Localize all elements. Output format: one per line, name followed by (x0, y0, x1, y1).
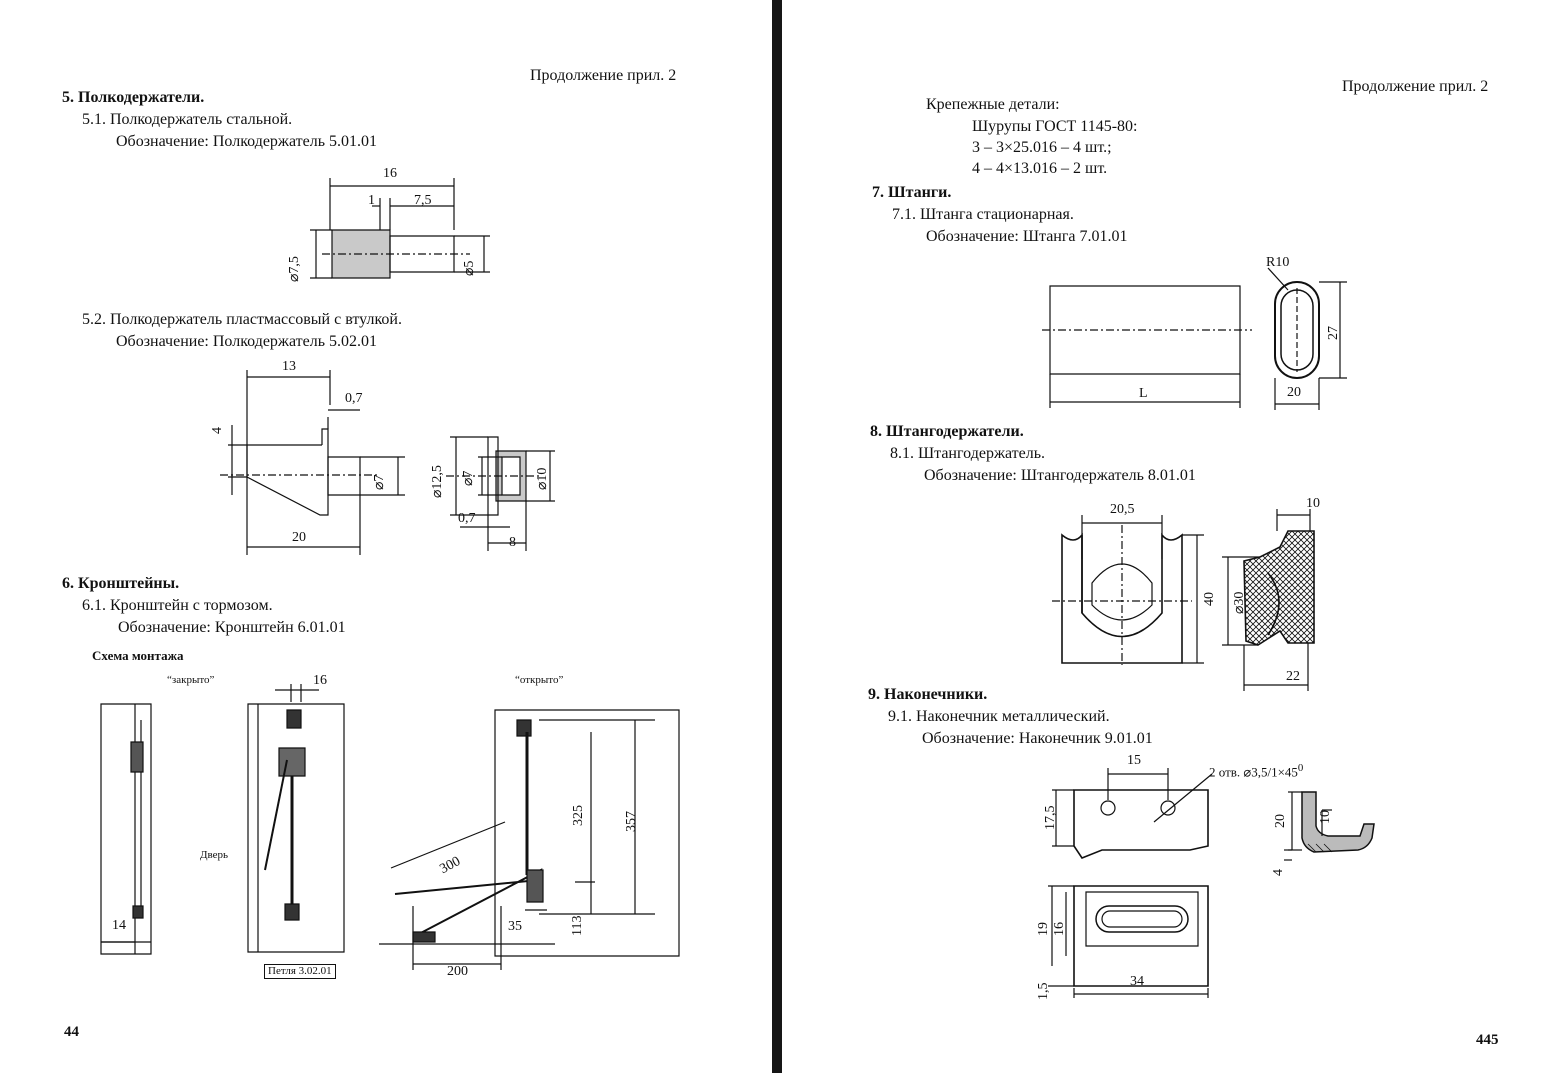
item-7-1-title: 7.1. Штанга стационарная. (892, 206, 1074, 223)
page-number: 44 (64, 1024, 79, 1040)
left-page: Продолжение прил. 2 5. Полкодержатели. 5… (0, 0, 772, 1073)
item-5-2-title: 5.2. Полкодержатель пластмассовый с втул… (82, 311, 402, 328)
dim-rail-height: 27 (1326, 326, 1341, 340)
item-6-1-designation: Обозначение: Кронштейн 6.01.01 (118, 619, 346, 636)
dim-height-357: 357 (624, 811, 639, 832)
running-header: Продолжение прил. 2 (530, 67, 677, 84)
dim-height-325: 325 (571, 805, 586, 826)
dim-holder-diameter: ⌀30 (1232, 591, 1247, 614)
dim-outer-diameter: ⌀12,5 (430, 465, 445, 498)
item-7-1-designation: Обозначение: Штанга 7.01.01 (926, 228, 1128, 245)
holes-note-degree: 0 (1297, 762, 1304, 774)
dim-small-offset: 35 (508, 919, 522, 934)
dim-plate-width: 34 (1130, 974, 1144, 989)
door-label: Дверь (200, 849, 229, 861)
dim-rail-width: 20 (1287, 385, 1301, 400)
dim-base-200: 200 (447, 964, 468, 979)
page-number: 445 (1476, 1032, 1499, 1048)
section-5-title: 5. Полкодержатели. (62, 89, 205, 106)
dim-profile-height: 20 (1273, 814, 1288, 828)
plastic-shelf-support-drawing (210, 365, 560, 560)
dim-sleeve-diameter: ⌀10 (535, 467, 550, 490)
item-8-1-designation: Обозначение: Штангодержатель 8.01.01 (924, 467, 1196, 484)
dim-plate-height: 19 (1036, 922, 1051, 936)
dim-holder-height: 40 (1202, 592, 1217, 606)
section-7-title: 7. Штанги. (872, 184, 952, 201)
dim-diameter-left: ⌀7,5 (287, 256, 302, 282)
dim-profile-depth: 10 (1318, 810, 1333, 824)
right-page: Продолжение прил. 2 Крепежные детали: Шу… (782, 0, 1564, 1073)
closed-state-label: “закрыто” (167, 674, 215, 686)
item-9-1-designation: Обозначение: Наконечник 9.01.01 (922, 730, 1153, 747)
dim-height-113: 113 (570, 915, 585, 936)
dim-sleeve-thickness: 0,7 (458, 511, 476, 526)
screw-line-1: 3 – 3×25.016 – 4 шт.; (972, 139, 1112, 156)
dim-hole-spacing: 15 (1127, 753, 1141, 768)
holes-note-text: 2 отв. ⌀3,5/1×45 (1209, 764, 1298, 780)
dim-top-offset: 16 (313, 673, 327, 688)
fasteners-title: Крепежные детали: (926, 96, 1060, 113)
steel-shelf-support-drawing (280, 170, 510, 295)
dim-width: 13 (282, 359, 296, 374)
dim-rail-length: L (1139, 386, 1148, 401)
screws-title: Шурупы ГОСТ 1145-80: (972, 118, 1138, 135)
dim-pin-diameter: ⌀7 (372, 474, 387, 490)
dim-thickness: 0,7 (345, 391, 363, 406)
screw-line-2: 4 – 4×13.016 – 2 шт. (972, 160, 1108, 177)
metal-tip-drawing (1022, 760, 1382, 1000)
running-header: Продолжение прил. 2 (1342, 78, 1489, 95)
dim-step: 1 (368, 193, 375, 208)
item-6-1-title: 6.1. Кронштейн с тормозом. (82, 597, 273, 614)
dim-profile-thickness: 4 (1271, 869, 1286, 876)
item-5-2-designation: Обозначение: Полкодержатель 5.02.01 (116, 333, 378, 350)
holes-note: 2 отв. ⌀3,5/1×450 (1209, 760, 1303, 780)
dim-opening-width: 20,5 (1110, 502, 1135, 517)
book-gutter (772, 0, 782, 1073)
dim-length: 16 (383, 166, 397, 181)
dim-diameter-right: ⌀5 (462, 260, 477, 276)
hinge-label: Петля 3.02.01 (264, 964, 336, 979)
mounting-scheme-label: Схема монтажа (92, 648, 184, 663)
dim-base: 20 (292, 530, 306, 545)
rail-holder-drawing (1052, 495, 1342, 695)
dim-side-offset: 14 (112, 918, 126, 933)
section-8-title: 8. Штангодержатели. (870, 423, 1024, 440)
dim-inner-diameter: ⌀7 (461, 470, 476, 486)
open-state-label: “открыто” (515, 674, 564, 686)
bracket-installation-scheme (95, 680, 695, 980)
section-6-title: 6. Кронштейны. (62, 575, 180, 592)
item-9-1-title: 9.1. Наконечник металлический. (888, 708, 1110, 725)
dim-height: 4 (210, 427, 225, 434)
dim-slot-height: 16 (1052, 922, 1067, 936)
dim-holder-base: 22 (1286, 669, 1300, 684)
section-9-title: 9. Наконечники. (868, 686, 988, 703)
dim-plate-thickness: 1,5 (1036, 982, 1051, 1001)
dim-sleeve-length: 8 (509, 535, 516, 550)
item-8-1-title: 8.1. Штангодержатель. (890, 445, 1046, 462)
dim-pin-length: 7,5 (414, 193, 432, 208)
dim-tip-height: 17,5 (1043, 805, 1058, 831)
rail-drawing (1042, 260, 1362, 415)
dim-radius: R10 (1266, 255, 1290, 270)
item-5-1-title: 5.1. Полкодержатель стальной. (82, 111, 293, 128)
dim-holder-top: 10 (1306, 496, 1320, 511)
item-5-1-designation: Обозначение: Полкодержатель 5.01.01 (116, 133, 378, 150)
